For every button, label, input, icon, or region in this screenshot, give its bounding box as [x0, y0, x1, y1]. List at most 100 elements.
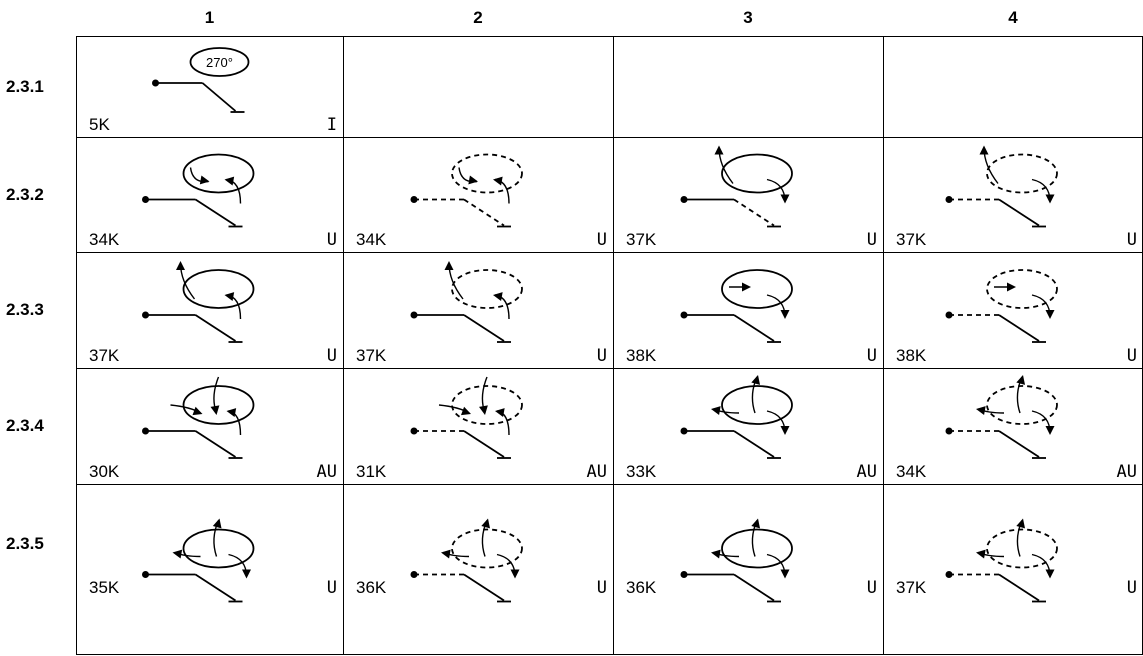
loop-ellipse [722, 386, 792, 424]
arrow-head-down [511, 570, 520, 579]
arrow-head-top [1016, 517, 1027, 528]
category-code: U [327, 230, 337, 250]
arrow-head-left [193, 407, 205, 419]
column-header-3: 3 [613, 0, 883, 36]
arrow-head-down [781, 570, 790, 579]
loop-ellipse [987, 386, 1057, 424]
arrow-head-top [751, 374, 762, 385]
column-header-4: 4 [883, 0, 1143, 36]
category-code: U [1127, 230, 1137, 250]
arrow-head-up [980, 146, 989, 155]
row-header-2.3.3: 2.3.3 [0, 252, 76, 368]
difficulty-value: 34K [356, 230, 386, 250]
arrow-head-left [710, 405, 720, 415]
loop-ellipse [452, 155, 522, 193]
maneuver-diagram [884, 485, 1143, 656]
loop-ellipse [722, 270, 792, 308]
category-code: U [867, 346, 877, 366]
exit-line [999, 575, 1039, 601]
figure-cell: 270° 5K I [76, 36, 343, 137]
arrow-head-top [211, 405, 221, 415]
figure-cell [613, 36, 883, 137]
difficulty-value: 34K [896, 462, 926, 482]
row-header-2.3.2: 2.3.2 [0, 137, 76, 252]
arrow-head-down [781, 195, 790, 204]
loop-ellipse [184, 530, 254, 568]
figure-cell: 36K U [343, 484, 613, 655]
figure-cell: 38K U [883, 252, 1143, 368]
category-code: I [327, 115, 337, 135]
exit-line [196, 200, 236, 226]
category-code: U [597, 578, 607, 598]
category-code: AU [1117, 462, 1137, 482]
category-code: AU [857, 462, 877, 482]
arrow-head-down [1046, 570, 1055, 579]
maneuver-diagram [344, 485, 614, 656]
figure-cell: 34K AU [883, 368, 1143, 484]
arrow-head-left [975, 405, 985, 415]
arrow-head-inner [1007, 283, 1016, 292]
difficulty-value: 5K [89, 115, 110, 135]
difficulty-value: 31K [356, 462, 386, 482]
loop-ellipse [452, 530, 522, 568]
arrow-head-left [461, 407, 473, 419]
arrow-head-right [494, 407, 504, 417]
difficulty-value: 34K [89, 230, 119, 250]
exit-line [734, 200, 774, 226]
loop-ellipse [184, 155, 254, 193]
arrow-head-right [226, 407, 236, 417]
difficulty-value: 35K [89, 578, 119, 598]
arrow-head-down [242, 570, 251, 579]
loop-ellipse [987, 530, 1057, 568]
column-header-2: 2 [343, 0, 613, 36]
arrow-head-right [492, 175, 502, 185]
exit-line [999, 431, 1039, 457]
category-code: U [327, 578, 337, 598]
loop-ellipse [184, 270, 254, 308]
arrow-head-top [751, 517, 762, 528]
arrow-head-top [1016, 374, 1027, 385]
difficulty-value: 38K [896, 346, 926, 366]
arrow-head-down [1046, 426, 1055, 435]
category-code: U [1127, 346, 1137, 366]
difficulty-value: 37K [896, 578, 926, 598]
figure-cell: 34K U [76, 137, 343, 252]
angle-annotation: 270° [206, 55, 233, 70]
loop-ellipse [184, 386, 254, 424]
column-header-1: 1 [76, 0, 343, 36]
figure-cell: 31K AU [343, 368, 613, 484]
difficulty-value: 36K [356, 578, 386, 598]
exit-line [734, 431, 774, 457]
exit-line [196, 575, 236, 601]
arrow-head-down [781, 426, 790, 435]
loop-ellipse [987, 155, 1057, 193]
maneuver-diagram: 270° [77, 37, 344, 138]
arrow-head-top [479, 405, 489, 415]
arrow-head-left [975, 548, 985, 558]
row-header-2.3.4: 2.3.4 [0, 368, 76, 484]
maneuver-diagram [77, 485, 344, 656]
arrow-head-left [440, 548, 450, 558]
figure-cell: 35K U [76, 484, 343, 655]
difficulty-value: 37K [626, 230, 656, 250]
exit-line [734, 575, 774, 601]
arrow-head-up [445, 261, 454, 270]
loop-ellipse [722, 530, 792, 568]
figure-cell [343, 36, 613, 137]
arrow-head-left [172, 548, 182, 558]
arrow-head-down [1046, 195, 1055, 204]
exit-line [464, 575, 504, 601]
loop-ellipse [452, 386, 522, 424]
difficulty-value: 33K [626, 462, 656, 482]
category-code: U [327, 346, 337, 366]
arrow-head-top [213, 517, 224, 528]
exit-line [464, 315, 504, 341]
category-code: AU [587, 462, 607, 482]
arrow-head-right [224, 175, 234, 185]
arrow-head-right [492, 291, 502, 301]
